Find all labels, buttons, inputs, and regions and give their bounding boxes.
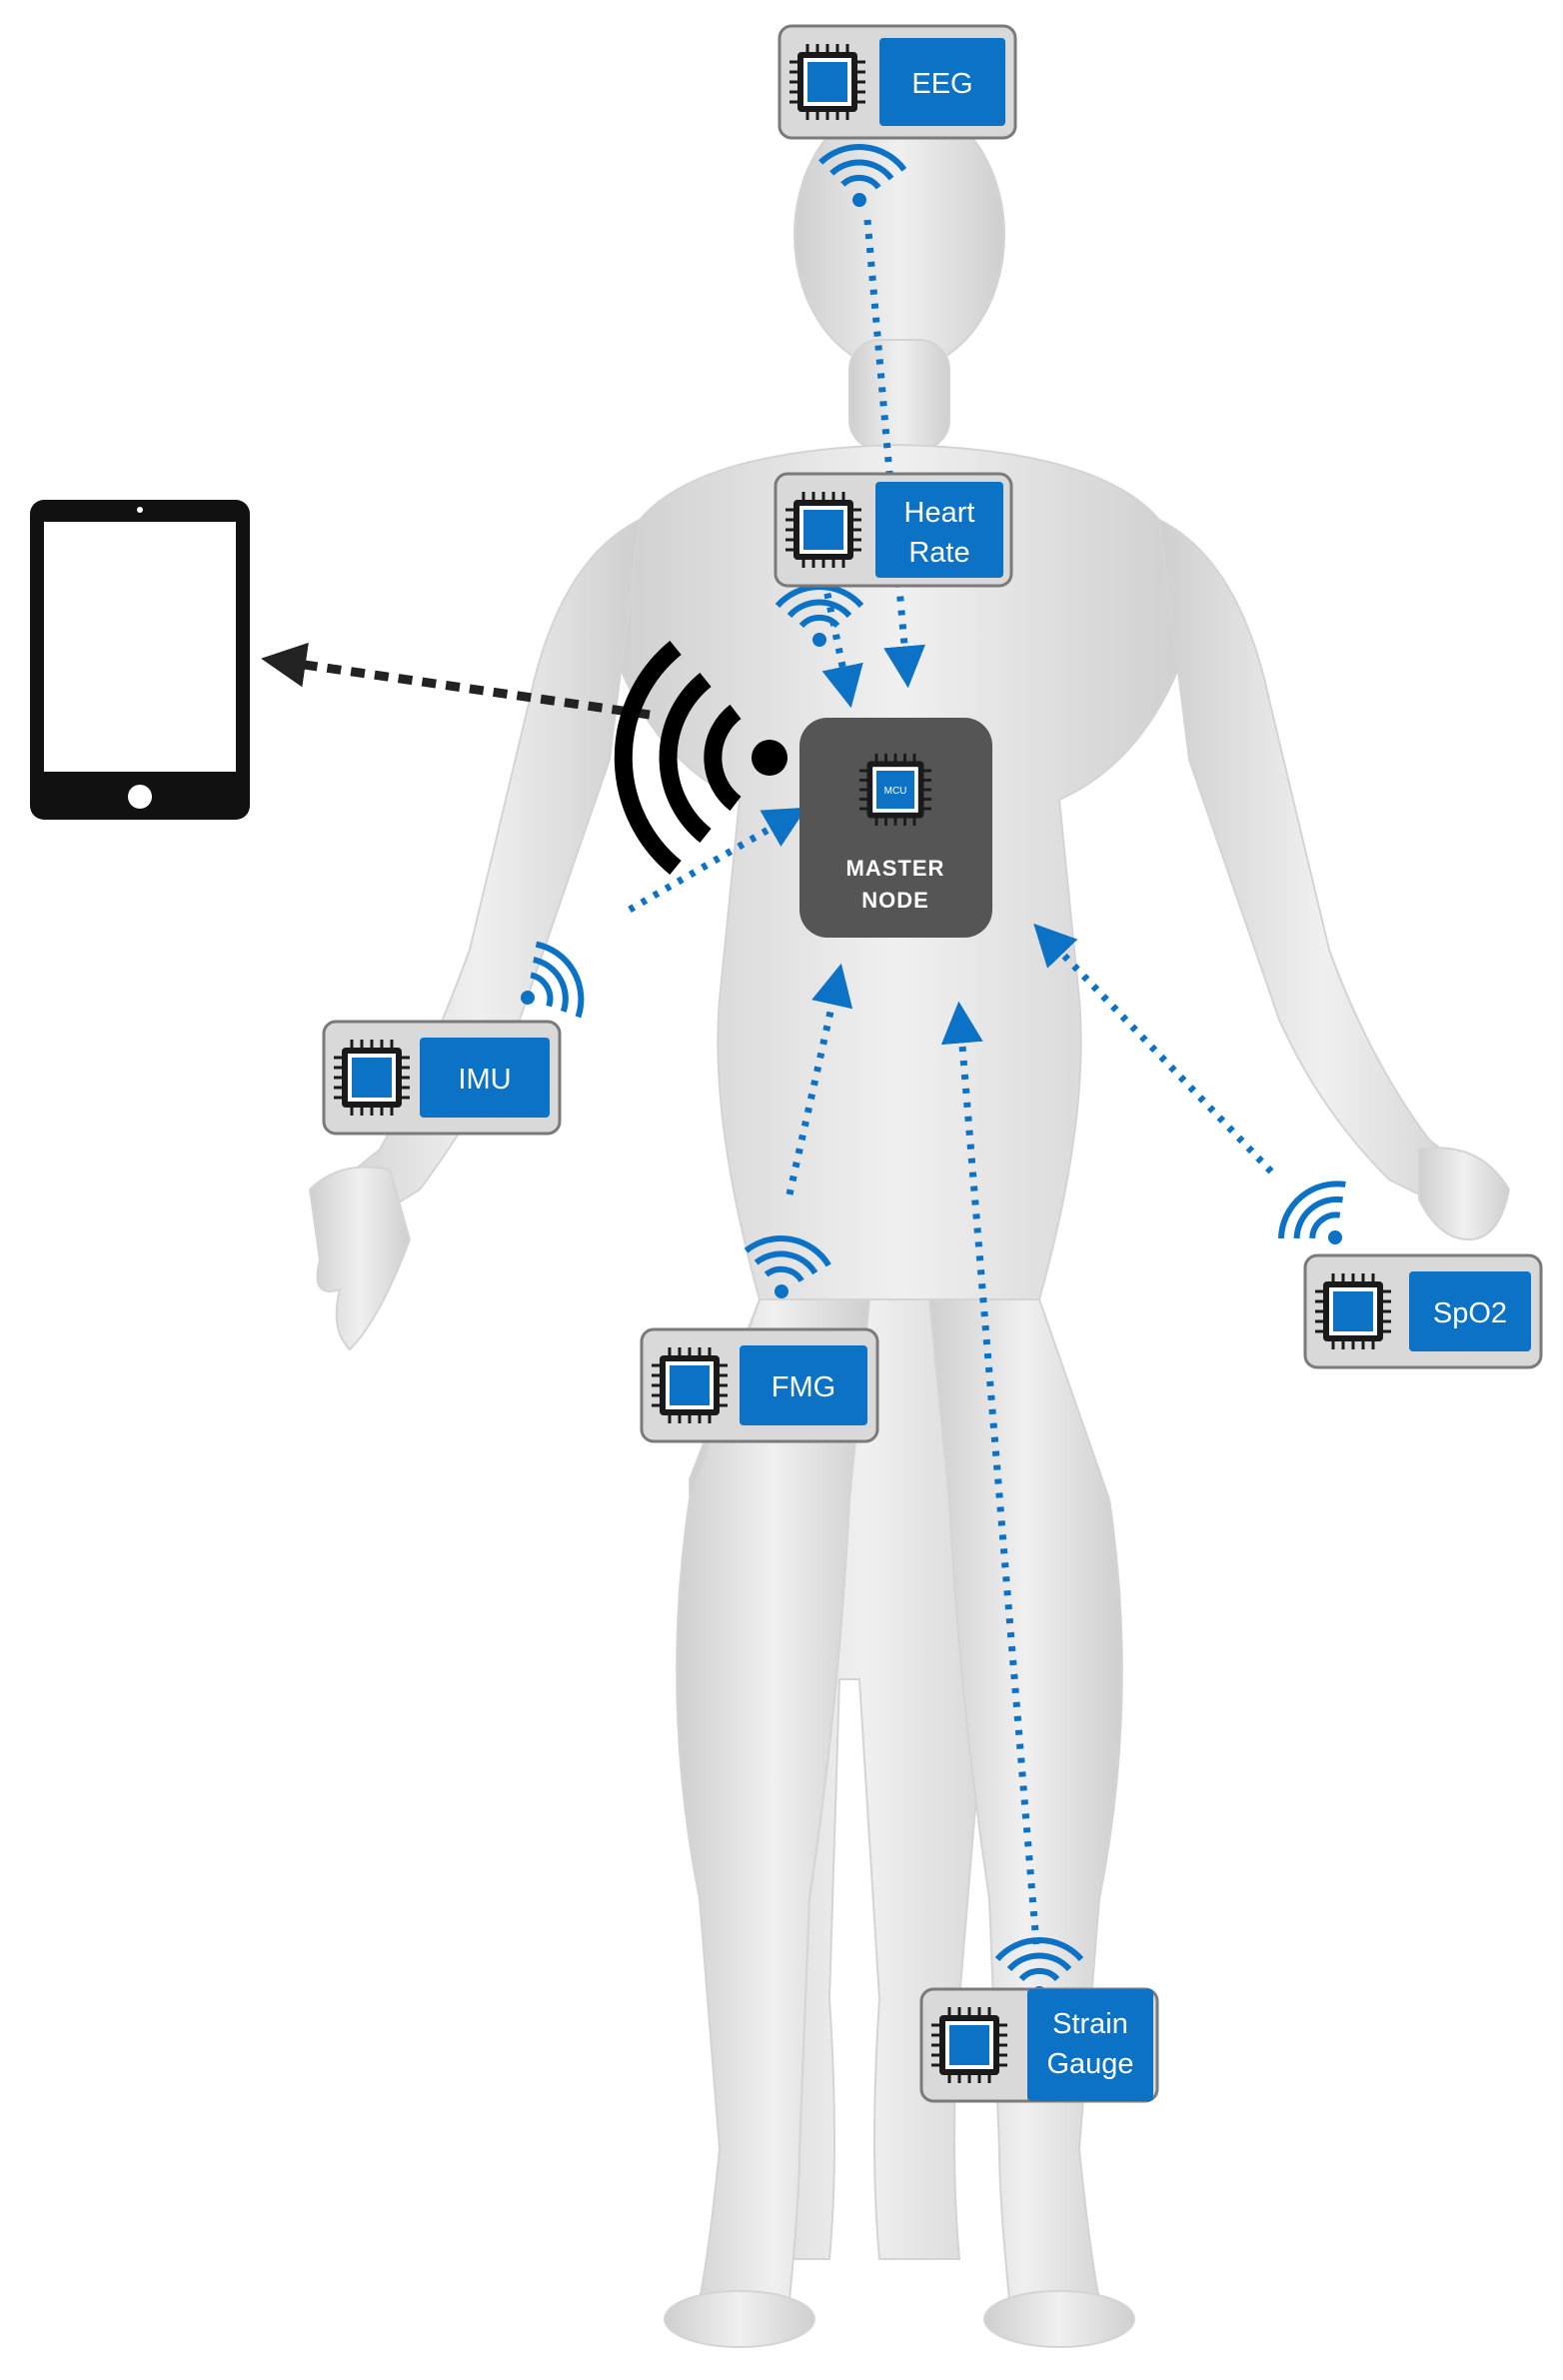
strain-gauge-link	[940, 1001, 1040, 1945]
sensor-fmg: FMG	[640, 1327, 879, 1443]
master-node-line1: MASTER	[846, 856, 945, 881]
imu-link	[628, 807, 807, 914]
master-chip-label: MCU	[884, 786, 907, 797]
sensor-eeg: EEG	[778, 24, 1017, 140]
microchip-icon	[650, 1345, 730, 1425]
sensor-spo2-label: SpO2	[1433, 1297, 1507, 1329]
sensor-imu: IMU	[322, 1020, 562, 1136]
sensor-links	[628, 219, 1274, 1945]
wifi-broadcast-icon	[614, 641, 787, 875]
sensor-strain-gauge-line1: Strain	[1052, 2008, 1128, 2040]
sensor-heart-rate: Heart Rate	[774, 472, 1013, 588]
microchip-icon	[332, 1038, 412, 1118]
sensor-strain-gauge: Strain Gauge	[919, 1987, 1159, 2103]
master-node-line2: NODE	[861, 888, 929, 913]
human-body-figure	[308, 99, 1511, 2348]
sensor-strain-gauge-line2: Gauge	[1046, 2048, 1133, 2080]
heart-rate-link	[820, 579, 863, 709]
sensor-heart-rate-line1: Heart	[904, 497, 975, 529]
sensor-heart-rate-line2: Rate	[908, 537, 969, 569]
fmg-link	[785, 963, 853, 1195]
tablet-icon	[30, 500, 250, 820]
microchip-icon	[783, 490, 863, 570]
sensor-spo2: SpO2	[1303, 1253, 1543, 1369]
sensor-imu-label: IMU	[458, 1064, 511, 1096]
microchip-icon	[1313, 1271, 1393, 1351]
sensor-eeg-label: EEG	[911, 68, 972, 100]
sensor-fmg-label: FMG	[772, 1371, 835, 1403]
master-to-tablet-link	[261, 642, 651, 720]
microchip-icon	[787, 42, 867, 122]
microchip-icon	[929, 2005, 1009, 2085]
master-node: MCU MASTER NODE	[799, 718, 992, 938]
